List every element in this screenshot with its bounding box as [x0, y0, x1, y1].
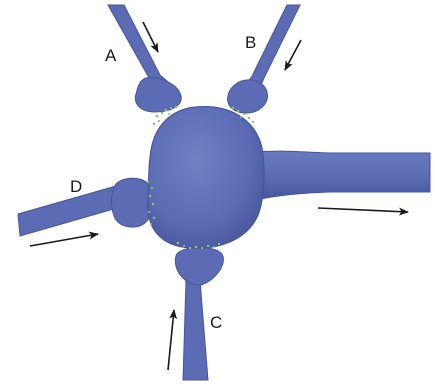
presynaptic-neuron-a [108, 5, 181, 112]
label-a: A [105, 46, 117, 65]
axon [255, 151, 430, 200]
arrow-d [30, 234, 98, 246]
arrow-axon [318, 208, 408, 212]
presynaptic-neuron-b [228, 5, 300, 113]
presynaptic-neuron-d [18, 178, 153, 236]
cell-body [148, 107, 264, 249]
arrow-b [285, 40, 301, 70]
arrow-c [168, 310, 174, 370]
label-d: D [70, 177, 82, 196]
label-b: B [245, 33, 256, 52]
label-c: C [210, 313, 222, 332]
